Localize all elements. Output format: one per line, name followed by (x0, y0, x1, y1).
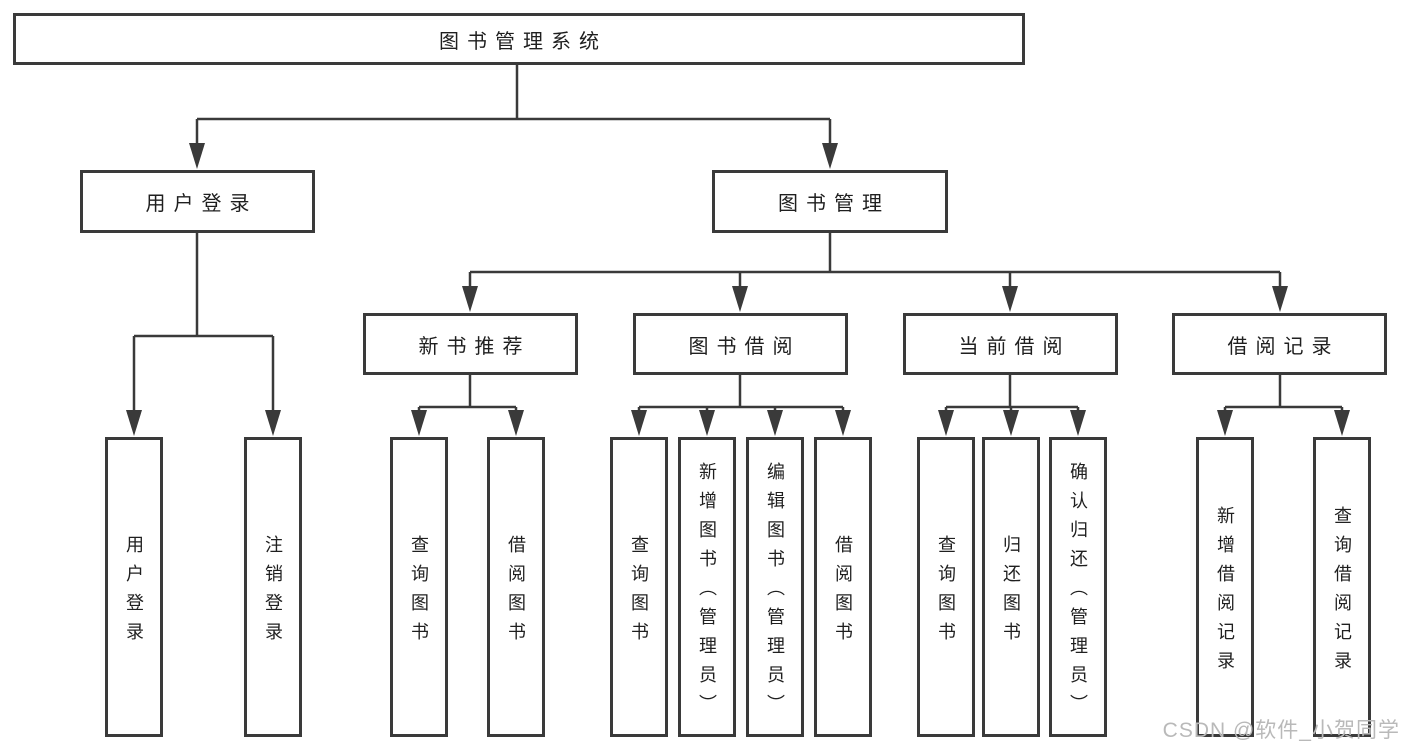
leaf-borrow-books-recommend: 借阅图书 (487, 437, 545, 737)
leaf-edit-books-admin: 编辑图书（管理员） (746, 437, 804, 737)
node-borrow-records: 借阅记录 (1172, 313, 1387, 375)
node-current-borrow: 当前借阅 (903, 313, 1118, 375)
node-user-login: 用户登录 (80, 170, 315, 233)
node-library-system: 图书管理系统 (13, 13, 1025, 65)
leaf-confirm-return-admin: 确认归还（管理员） (1049, 437, 1107, 737)
leaf-query-books-borrow: 查询图书 (610, 437, 668, 737)
leaf-add-books-admin: 新增图书（管理员） (678, 437, 736, 737)
leaf-logout: 注销登录 (244, 437, 302, 737)
node-book-borrow: 图书借阅 (633, 313, 848, 375)
leaf-borrow-books: 借阅图书 (814, 437, 872, 737)
leaf-return-books: 归还图书 (982, 437, 1040, 737)
node-book-management: 图书管理 (712, 170, 948, 233)
leaf-query-books-current: 查询图书 (917, 437, 975, 737)
leaf-query-books-recommend: 查询图书 (390, 437, 448, 737)
node-new-book-recommend: 新书推荐 (363, 313, 578, 375)
leaf-query-borrow-record: 查询借阅记录 (1313, 437, 1371, 737)
leaf-user-login: 用户登录 (105, 437, 163, 737)
leaf-add-borrow-record: 新增借阅记录 (1196, 437, 1254, 737)
csdn-watermark: CSDN @软件_小贺同学 (1162, 719, 1400, 742)
